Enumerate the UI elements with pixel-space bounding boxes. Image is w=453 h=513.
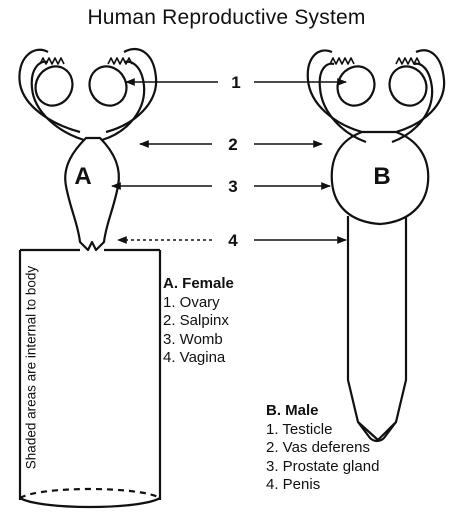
male-legend: B. Male 1. Testicle 2. Vas deferens 3. P…	[266, 402, 379, 495]
male-legend-item: 4. Penis	[266, 476, 379, 495]
male-testicle-left	[331, 60, 382, 112]
male-letter-label: B	[373, 163, 390, 190]
number-label-2: 2	[228, 135, 237, 154]
male-legend-heading: B. Male	[266, 402, 379, 421]
side-note: Shaded areas are internal to body	[24, 238, 39, 498]
female-organs	[19, 49, 160, 507]
number-label-3: 3	[228, 177, 237, 196]
female-legend-item: 2. Salpinx	[163, 312, 234, 331]
female-legend-item: 1. Ovary	[163, 294, 234, 313]
female-womb	[65, 138, 119, 250]
number-label-4: 4	[228, 231, 238, 250]
female-legend-item: 3. Womb	[163, 331, 234, 350]
male-organs	[308, 50, 444, 441]
female-ovary-right	[83, 60, 134, 112]
female-legend-heading: A. Female	[163, 275, 234, 294]
number-label-1: 1	[231, 73, 240, 92]
female-legend-item: 4. Vagina	[163, 349, 234, 368]
female-vagina	[20, 250, 160, 500]
male-legend-item: 1. Testicle	[266, 421, 379, 440]
female-letter-label: A	[74, 163, 91, 190]
male-legend-item: 3. Prostate gland	[266, 458, 379, 477]
male-legend-item: 2. Vas deferens	[266, 439, 379, 458]
female-legend: A. Female 1. Ovary 2. Salpinx 3. Womb 4.…	[163, 275, 234, 368]
